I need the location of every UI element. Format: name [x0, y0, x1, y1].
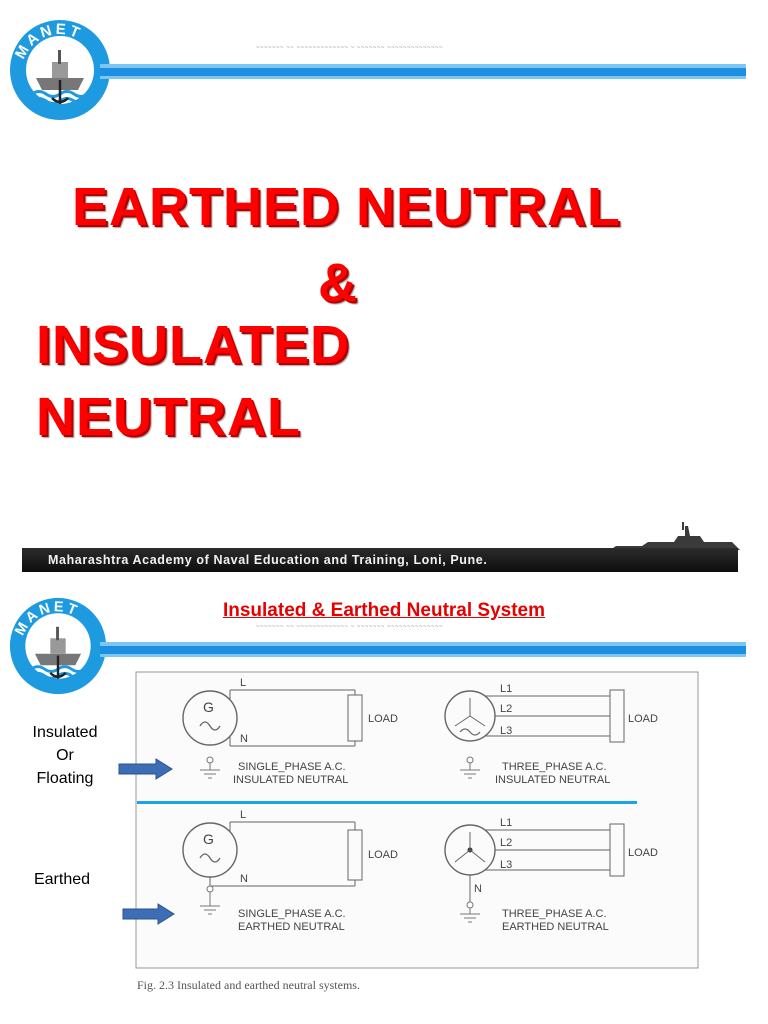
header-band [100, 64, 746, 79]
label-insulated: Insulated Or Floating [32, 724, 98, 787]
svg-text:SINGLE_PHASE A.C.: SINGLE_PHASE A.C. [238, 908, 346, 920]
svg-text:G: G [203, 831, 214, 847]
svg-text:L2: L2 [500, 703, 512, 715]
svg-text:G: G [203, 699, 214, 715]
title-line-4: NEUTRAL [36, 387, 301, 447]
svg-text:INSULATED NEUTRAL: INSULATED NEUTRAL [495, 774, 610, 786]
svg-text:SINGLE_PHASE A.C.: SINGLE_PHASE A.C. [238, 761, 346, 773]
neutral-systems-diagram: G L N LOAD SINGLE_PHASE A.C. INSULATED N… [135, 671, 699, 969]
warship-icon [610, 522, 740, 550]
svg-text:EARTHED NEUTRAL: EARTHED NEUTRAL [502, 921, 609, 933]
svg-text:LOAD: LOAD [628, 847, 658, 859]
svg-text:N: N [240, 733, 248, 745]
svg-text:L2: L2 [500, 837, 512, 849]
arrow-right-icon [118, 758, 173, 780]
svg-text:L: L [240, 809, 246, 821]
manet-logo: MANET [9, 597, 107, 695]
faint-header-text: ~~~~~~~ ~~ ~~~~~~~~~~~~~ ~ ~~~~~~~ ~~~~~… [256, 624, 444, 630]
slide-2: MANET ~~~~~~~ ~~ ~~~~~~~~~~~~~ ~ ~~~~~~~… [0, 580, 768, 1024]
svg-text:THREE_PHASE A.C.: THREE_PHASE A.C. [502, 908, 607, 920]
footer-text: Maharashtra Academy of Naval Education a… [48, 553, 488, 567]
svg-text:L3: L3 [500, 859, 512, 871]
label-earthed: Earthed [33, 871, 91, 888]
svg-text:L1: L1 [500, 817, 512, 829]
svg-text:LOAD: LOAD [628, 713, 658, 725]
slide-2-title: Insulated & Earthed Neutral System [222, 600, 546, 621]
svg-text:L3: L3 [500, 725, 512, 737]
title-line-1: EARTHED NEUTRAL [72, 177, 621, 237]
svg-text:EARTHED NEUTRAL: EARTHED NEUTRAL [238, 921, 345, 933]
divider-line [137, 801, 637, 804]
title-line-3: INSULATED [36, 315, 350, 375]
arrow-right-icon [122, 903, 175, 925]
header-band [100, 642, 746, 657]
faint-header-text: ~~~~~~~ ~~ ~~~~~~~~~~~~~ ~ ~~~~~~~ ~~~~~… [256, 45, 444, 51]
svg-text:N: N [240, 873, 248, 885]
slide-1: MANET ~~~~~~~ ~~ ~~~~~~~~~~~~~ ~ ~~~~~~~… [10, 20, 746, 572]
svg-text:LOAD: LOAD [368, 849, 398, 861]
footer-bar [22, 548, 738, 572]
svg-text:THREE_PHASE A.C.: THREE_PHASE A.C. [502, 761, 607, 773]
figure-caption: Fig. 2.3 Insulated and earthed neutral s… [137, 978, 360, 992]
svg-text:LOAD: LOAD [368, 713, 398, 725]
title-line-2: & [318, 253, 358, 313]
svg-text:L: L [240, 677, 246, 689]
svg-text:L1: L1 [500, 683, 512, 695]
manet-logo: MANET [10, 20, 110, 120]
svg-text:INSULATED NEUTRAL: INSULATED NEUTRAL [233, 774, 348, 786]
svg-text:N: N [474, 883, 482, 895]
